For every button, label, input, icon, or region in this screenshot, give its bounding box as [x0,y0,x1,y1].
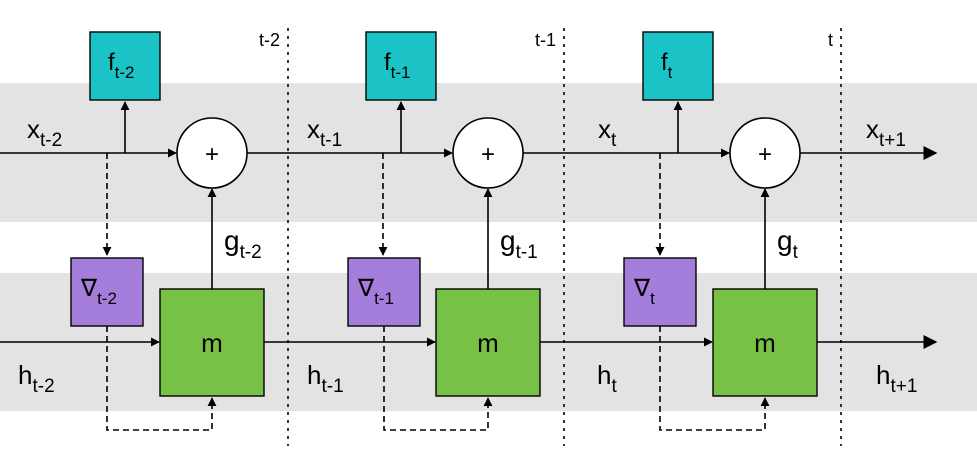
sum-node [729,117,801,189]
loss-f-box [642,31,714,101]
sum-node [176,117,248,189]
x-state-label: xt [598,114,617,151]
g-update-label-base: g [224,225,240,256]
sum-symbol: + [205,141,219,168]
gradient-box [623,257,697,327]
loss-f-label-base: f [384,49,391,76]
connection-arrows [0,101,938,431]
timestep-dividers: t-2 t-1 t [259,28,842,446]
gradient-label: ∇t [633,275,655,308]
gradient-label-subscript: t [650,289,655,308]
g-update-label: gt-2 [224,225,262,263]
loss-f-box [89,31,161,101]
g-update-label-base: g [777,225,793,256]
x-state-label-base: x [307,114,320,144]
gradient-label-base: ∇ [80,275,98,302]
gradient-label: ∇t-2 [80,275,117,308]
sum-node [452,117,524,189]
optimizer-m-box [159,288,265,397]
h-state-label: ht [597,360,617,397]
x-state-label: xt-2 [27,114,62,151]
g-update-label: gt [777,225,799,263]
loss-f-label-base: f [661,49,668,76]
g-update-label: gt-1 [500,225,538,263]
timestep-label: t [828,30,833,50]
gradient-box [347,257,421,327]
loss-f-label: ft [661,49,673,82]
loss-f-label-base: f [108,49,115,76]
x-state-label-base: x [866,114,879,144]
sum-symbol: + [758,141,772,168]
gradient-label-base: ∇ [357,275,375,302]
h-state-label-base: h [307,360,321,390]
x-state-label-subscript: t-2 [40,130,62,151]
gradient-label: ∇t-1 [357,275,394,308]
timestep-label: t-2 [259,30,280,50]
x-state-label-base: x [27,114,40,144]
timestep-label: t-1 [535,30,556,50]
x-state-label: xt-1 [307,114,342,151]
gradient-feed-dashed-arrow [659,326,770,431]
optimizer-m-label: m [754,328,776,358]
optimizer-m-label: m [477,328,499,358]
loss-f-label-subscript: t [668,63,673,82]
gradient-feed-dashed-arrow [383,326,493,431]
h-state-label-subscript: t+1 [890,376,917,397]
h-state-label: ht-2 [18,360,55,397]
sum-symbol: + [481,141,495,168]
loss-f-label: ft-1 [384,49,411,82]
x-state-label-subscript: t [611,130,617,151]
h-state-label-base: h [597,360,611,390]
loss-f-label: ft-2 [108,49,135,82]
loss-f-box [365,31,437,101]
x-state-label-subscript: t+1 [879,130,906,151]
x-state-label-subscript: t-1 [320,130,342,151]
optimizer-m-label: m [201,328,223,358]
gradient-feed-dashed-arrow [106,326,217,431]
h-state-label-subscript: t [611,376,617,397]
h-state-label-base: h [876,360,890,390]
gradient-label-subscript: t-1 [374,289,394,308]
g-update-label-base: g [500,225,516,256]
h-state-label-base: h [18,360,32,390]
h-state-label: ht-1 [307,360,344,397]
loss-f-label-subscript: t-1 [391,63,411,82]
x-state-label-base: x [598,114,611,144]
g-update-label-subscript: t [793,242,799,263]
h-state-label: ht+1 [876,360,917,397]
gradient-box [70,257,144,327]
optimizer-m-box [435,288,541,397]
loss-f-label-subscript: t-2 [115,63,135,82]
gradient-label-base: ∇ [633,275,651,302]
g-update-label-subscript: t-2 [240,242,262,263]
gradient-label-subscript: t-2 [97,289,117,308]
h-state-label-subscript: t-1 [321,376,343,397]
x-state-label: xt+1 [866,114,906,151]
g-update-label-subscript: t-1 [516,242,538,263]
h-state-label-subscript: t-2 [32,376,54,397]
optimizer-m-box [712,288,818,397]
